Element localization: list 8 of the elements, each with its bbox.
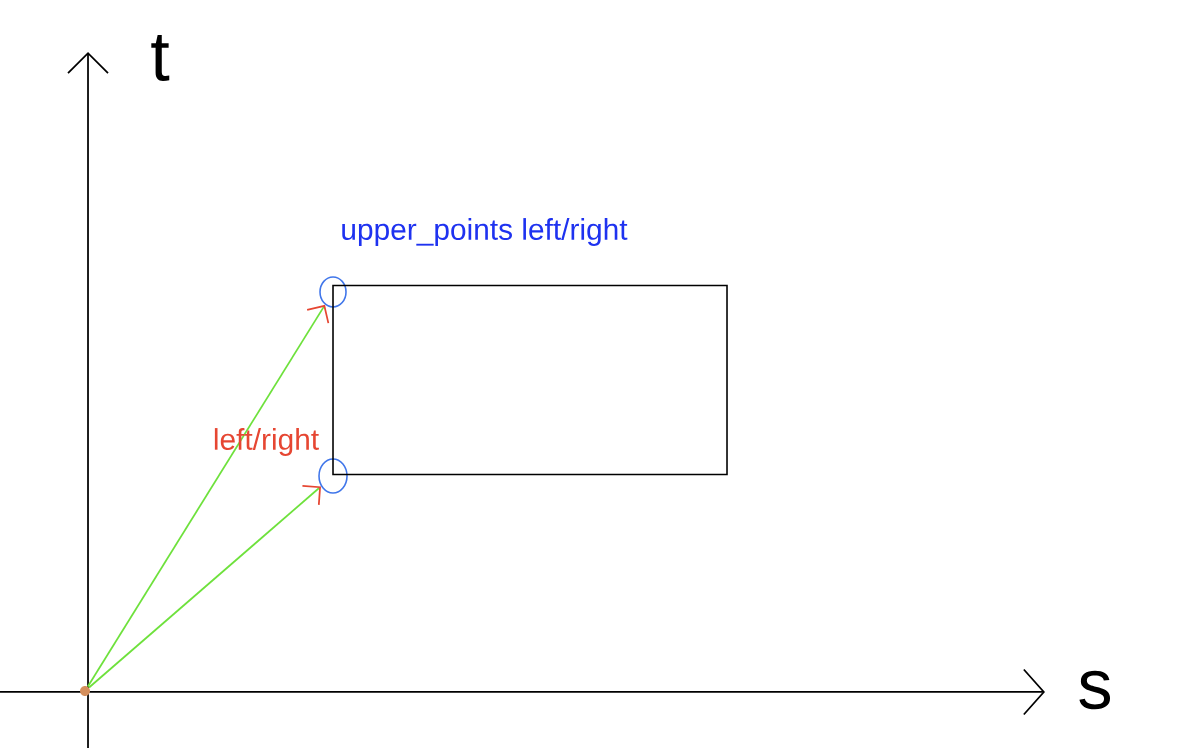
annotation-text: upper_points left/right	[342, 218, 628, 246]
axis-label: t	[151, 35, 170, 81]
rectangle	[332, 284, 728, 476]
circle-marker	[318, 458, 348, 494]
arrow	[86, 304, 330, 688]
circle-marker	[319, 276, 347, 308]
axis-label: s	[1079, 670, 1111, 710]
arrow	[88, 485, 322, 689]
